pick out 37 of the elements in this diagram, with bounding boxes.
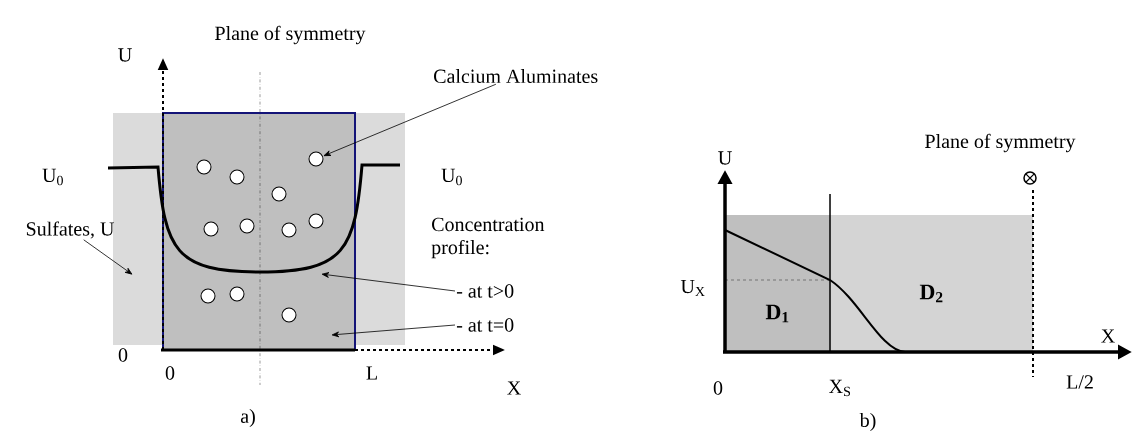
particle-circle <box>203 221 219 237</box>
particle-circle <box>308 151 324 167</box>
leader-arrow <box>321 272 456 292</box>
tick-label: 0 <box>713 381 723 395</box>
level-label: U$_{0}$ <box>42 168 63 186</box>
axis-label: U <box>718 151 732 165</box>
panel-label: a) <box>240 408 255 428</box>
particle-circle <box>229 286 245 302</box>
axis-label: U <box>118 48 132 62</box>
particle-circle <box>308 213 324 229</box>
profile-label: Concentration profile: <box>431 217 545 259</box>
particle-circle <box>281 307 297 323</box>
particle-circle <box>239 218 255 234</box>
callout-text: - at t>0 <box>456 284 514 298</box>
callout-text: - at t=0 <box>456 318 514 332</box>
axis-label: X <box>1101 329 1115 343</box>
level-label: U$_{0}$ <box>441 168 462 186</box>
axis-label: X <box>507 381 521 395</box>
leader-arrow <box>323 83 497 157</box>
callout-text: Calcium Aluminates <box>434 68 598 84</box>
callout-text: Sulfates, U <box>26 221 115 239</box>
plane-label: Plane of symmetry <box>215 25 366 45</box>
particle-circle <box>271 186 287 202</box>
tick-label: 0 <box>165 366 175 380</box>
domain-region: D$_{1}$ <box>725 215 830 352</box>
level-label: U$_{X}$ <box>680 279 705 297</box>
tick-label: L/2 <box>1066 375 1093 389</box>
panel-label: b) <box>859 412 876 432</box>
particle-circle <box>196 159 212 175</box>
particle-circle <box>229 169 245 185</box>
tick-label: L <box>366 366 377 380</box>
leader-arrow <box>331 324 456 338</box>
tick-label: X$_{S}$ <box>829 379 850 397</box>
domain-region: D$_{2}$ <box>830 215 1033 352</box>
plane-label: Plane of symmetry <box>925 133 1076 153</box>
particle-circle <box>281 222 297 238</box>
leader-arrow <box>83 239 133 275</box>
